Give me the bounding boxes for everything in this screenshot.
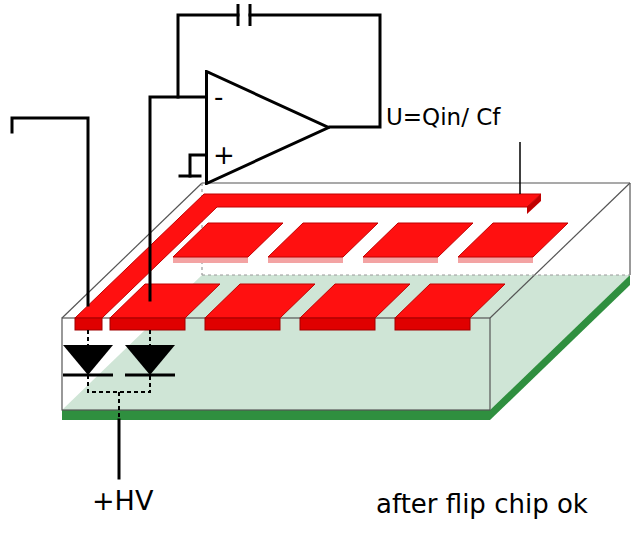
pixel-pads-front — [110, 284, 505, 330]
sensor-box-edges — [62, 183, 630, 410]
feedback-capacitor — [238, 4, 250, 26]
backplane-side — [490, 275, 630, 420]
readout-wires — [12, 15, 380, 478]
backplane-front — [62, 410, 490, 420]
leader-line — [519, 142, 521, 194]
pixel-pads-back — [173, 223, 568, 263]
output-formula: U=Qin/ Cf — [386, 105, 500, 130]
backplane-face — [62, 275, 630, 410]
noninverting-input-sign: + — [213, 142, 235, 168]
diode-symbol — [63, 345, 175, 375]
op-amp-triangle: -+ — [205, 70, 330, 185]
inverting-input-sign: - — [214, 84, 223, 110]
bias-voltage-label: +HV — [92, 486, 153, 516]
guard-ring-strip — [75, 194, 541, 330]
note-label: after flip chip ok — [376, 490, 588, 519]
